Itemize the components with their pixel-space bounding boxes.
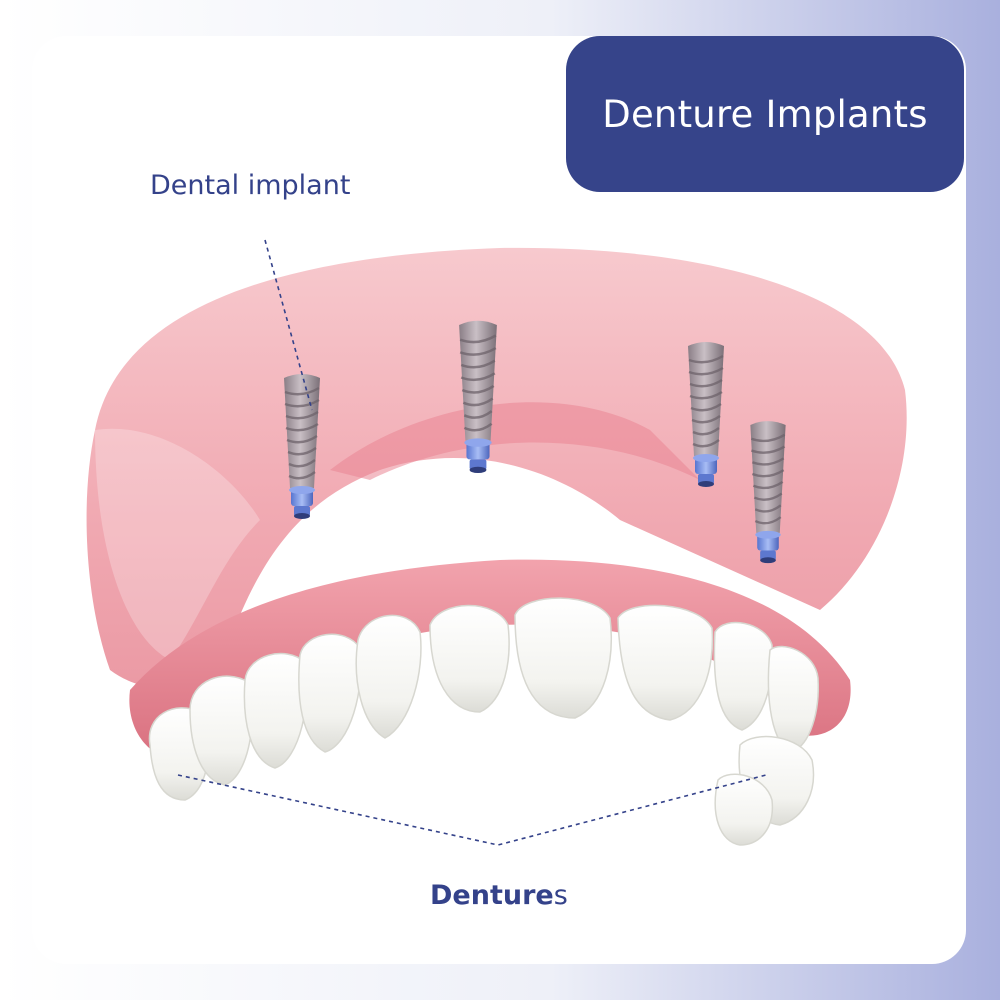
page-title: Denture Implants xyxy=(602,92,928,136)
dentures-label-main: Denture xyxy=(430,880,554,911)
dentures-label: Dentures xyxy=(430,880,568,911)
title-badge: Denture Implants xyxy=(566,36,964,192)
dentures-label-suffix: s xyxy=(553,880,568,911)
dental-implant-label: Dental implant xyxy=(150,170,351,201)
denture-teeth xyxy=(148,597,819,846)
